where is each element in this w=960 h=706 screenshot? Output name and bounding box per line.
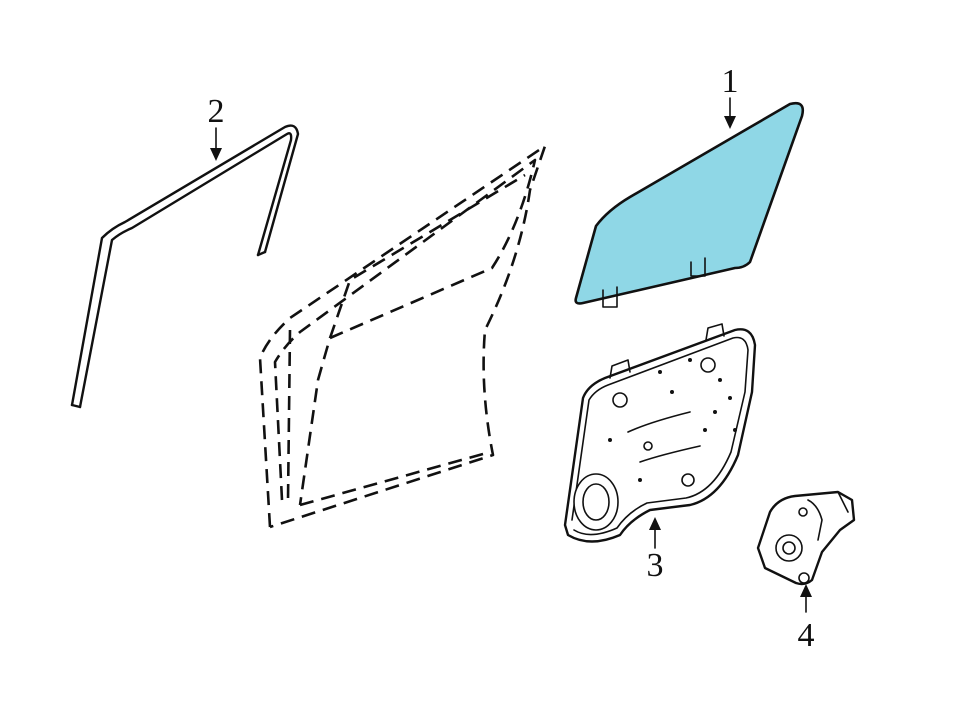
door-glass-pane xyxy=(574,101,805,305)
callout-3-arrow xyxy=(649,517,661,530)
callout-1: 1 xyxy=(722,63,739,129)
door-shell-outline xyxy=(258,144,547,529)
window-regulator-carrier-plate[interactable] xyxy=(563,323,757,543)
callout-4-number: 4 xyxy=(798,617,815,654)
window-motor[interactable] xyxy=(756,490,856,586)
glass-run-channel[interactable] xyxy=(70,124,300,409)
callout-4: 4 xyxy=(798,584,815,654)
callout-2-arrow xyxy=(210,148,222,161)
callout-1-number: 1 xyxy=(722,63,739,100)
callout-2-number: 2 xyxy=(208,93,225,130)
door-glass[interactable] xyxy=(574,101,805,308)
callout-3: 3 xyxy=(647,517,664,584)
callout-3-number: 3 xyxy=(647,547,664,584)
callout-1-arrow xyxy=(724,116,736,129)
callout-4-arrow xyxy=(800,584,812,597)
callout-2: 2 xyxy=(208,93,225,161)
